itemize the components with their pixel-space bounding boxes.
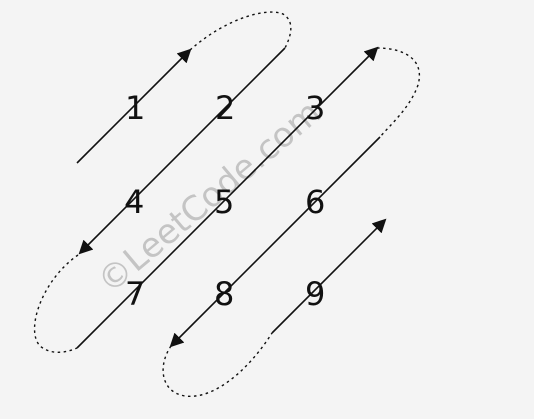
cell-8: 8: [214, 275, 234, 313]
cell-3: 3: [305, 89, 325, 127]
cell-9: 9: [305, 275, 325, 313]
diagonal-arrow-up-1: [76, 48, 192, 164]
cell-7: 7: [125, 275, 145, 313]
diagonal-arrow-down-6-8: [169, 136, 381, 348]
dotted-turn-top-right: [376, 47, 421, 138]
cell-6: 6: [305, 183, 325, 221]
cell-5: 5: [214, 183, 234, 221]
diagonal-arrow-down-2-4: [78, 47, 286, 255]
dotted-turn-left-middle: [33, 254, 79, 353]
cell-1: 1: [125, 89, 145, 127]
cell-4: 4: [124, 183, 144, 221]
diagonal-arrow-up-7-5-3: [76, 46, 379, 349]
dotted-turn-top-left: [189, 11, 292, 51]
diagonal-arrow-up-9: [271, 218, 387, 334]
dotted-turn-bottom: [162, 332, 273, 397]
cell-2: 2: [215, 89, 235, 127]
